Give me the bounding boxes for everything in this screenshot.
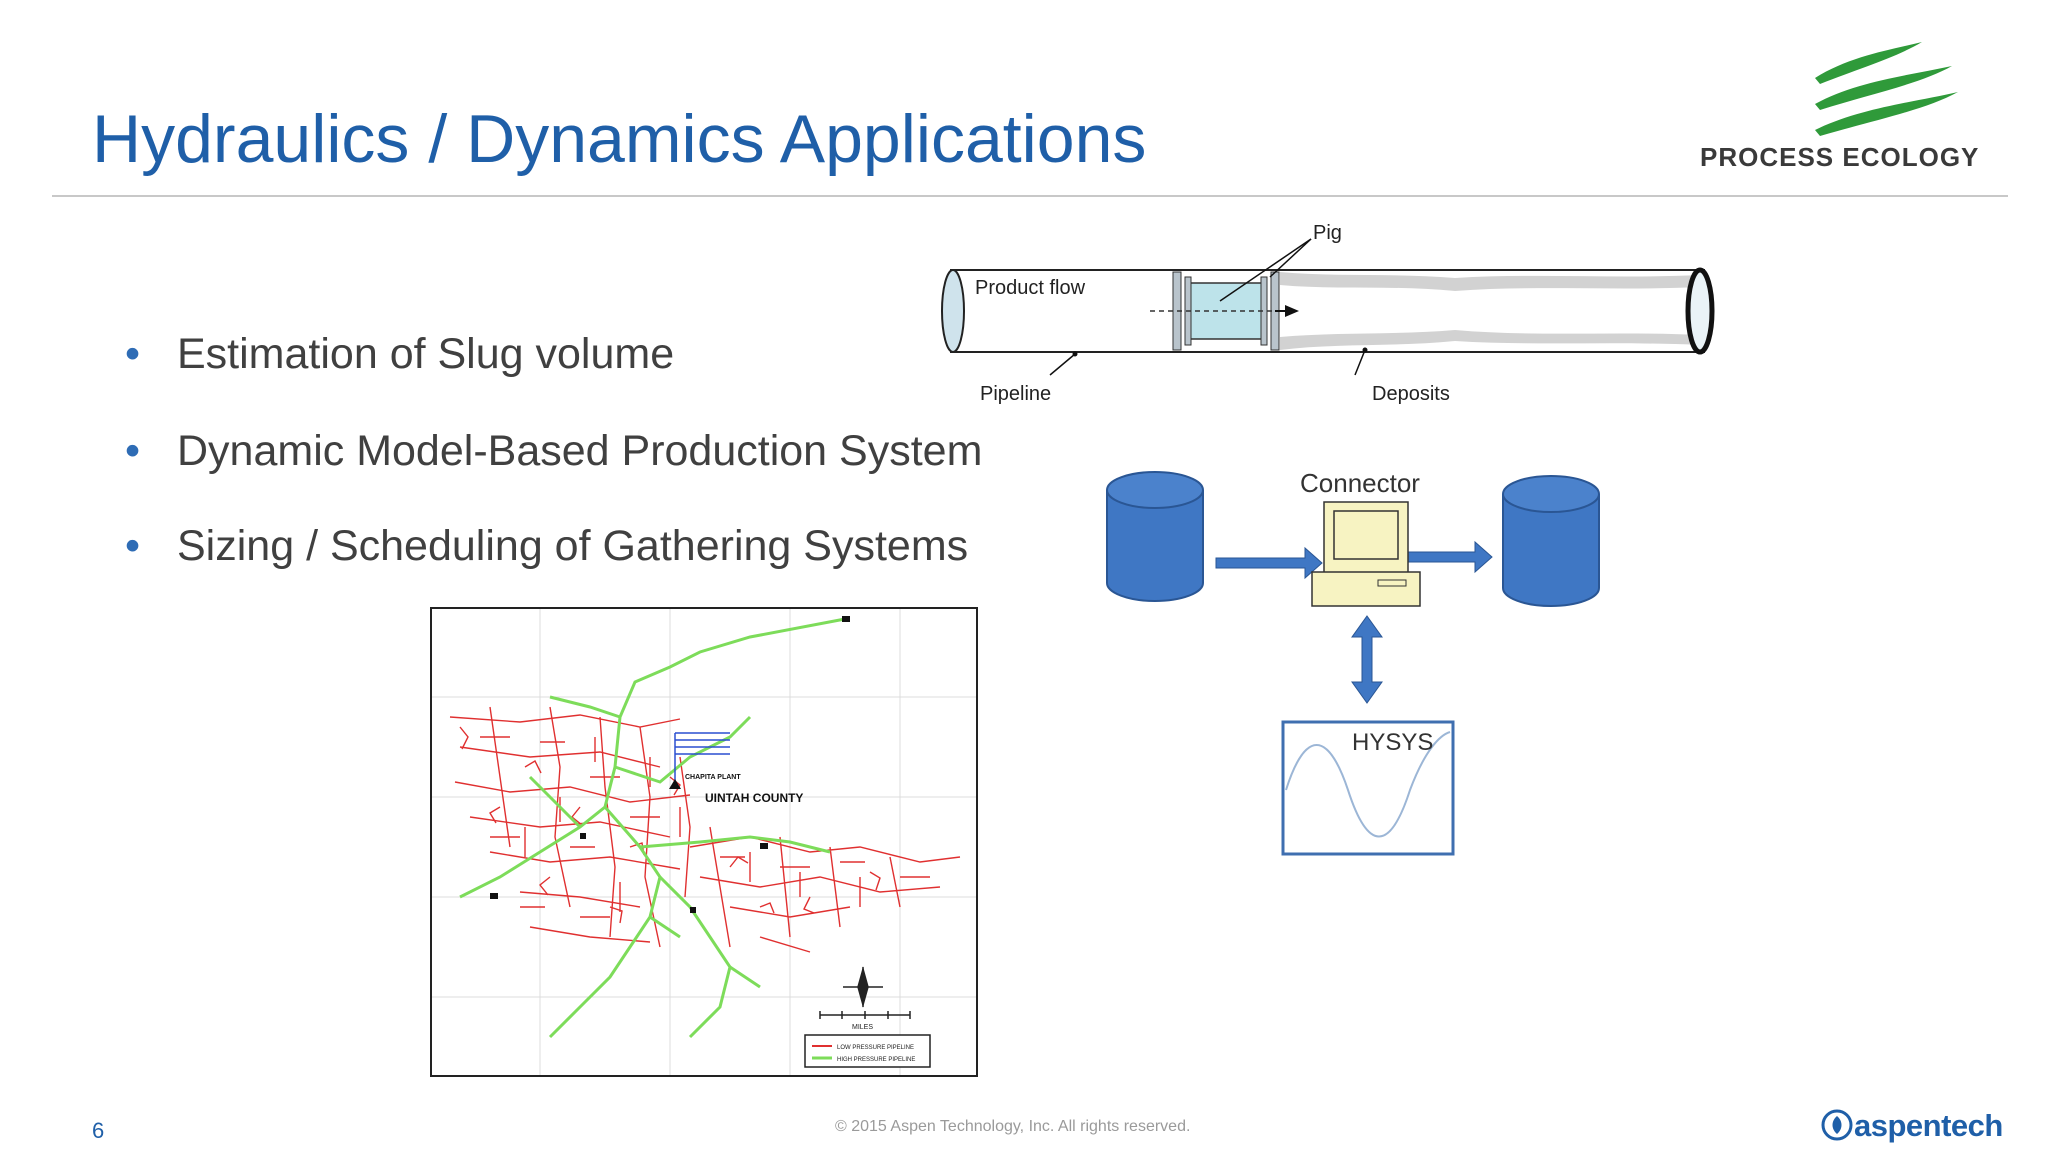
connector-label: Connector bbox=[1300, 468, 1420, 498]
legend-high-pressure: HIGH PRESSURE PIPELINE bbox=[837, 1057, 915, 1063]
bullet-dot: • bbox=[125, 427, 141, 475]
pipeline-map: MILES UINTAH COUNTY CHAPITA PLANT LOW PR… bbox=[430, 607, 978, 1077]
arrow-updown-icon bbox=[1351, 615, 1383, 704]
slide-title: Hydraulics / Dynamics Applications bbox=[92, 101, 1147, 177]
map-legend bbox=[804, 1034, 931, 1068]
bullet-dot: • bbox=[125, 522, 141, 570]
bullet-item: •Dynamic Model-Based Production System bbox=[125, 427, 983, 475]
process-ecology-logo: PROCESS ECOLOGY bbox=[1690, 38, 1978, 178]
compass-icon bbox=[843, 966, 883, 1008]
aspentech-leaf-icon bbox=[1821, 1109, 1853, 1141]
pipeline-label: Pipeline bbox=[980, 383, 1051, 405]
connector-diagram: Connector HYSYS bbox=[1106, 468, 1600, 856]
title-divider bbox=[52, 195, 2008, 197]
database-right-icon bbox=[1502, 475, 1600, 607]
pig-label: Pig bbox=[1313, 222, 1342, 244]
bullet-item: •Estimation of Slug volume bbox=[125, 330, 675, 378]
process-ecology-wordmark: PROCESS ECOLOGY bbox=[1700, 142, 1980, 172]
legend-low-pressure: LOW PRESSURE PIPELINE bbox=[837, 1045, 914, 1051]
pig-diagram: Pig Product flow Pipeline Deposits bbox=[941, 222, 1715, 405]
copyright-text: © 2015 Aspen Technology, Inc. All rights… bbox=[835, 1118, 1191, 1135]
county-label: UINTAH COUNTY bbox=[705, 791, 803, 805]
deposits-label: Deposits bbox=[1372, 383, 1450, 405]
bullet-item: •Sizing / Scheduling of Gathering System… bbox=[125, 522, 969, 570]
aspentech-logo: aspentech bbox=[1820, 1108, 2003, 1144]
computer-icon bbox=[1311, 501, 1421, 607]
product-flow-label: Product flow bbox=[975, 277, 1086, 299]
scale-bar bbox=[819, 1011, 911, 1019]
leaf-swoosh-icon bbox=[1815, 42, 1958, 136]
sine-wave-icon bbox=[1285, 731, 1451, 838]
database-left-icon bbox=[1106, 471, 1204, 602]
bullet-dot: • bbox=[125, 330, 141, 378]
arrow-right-icon bbox=[1215, 546, 1323, 580]
arrow-right-icon bbox=[1407, 540, 1493, 574]
page-number: 6 bbox=[92, 1118, 105, 1143]
scale-unit-label: MILES bbox=[852, 1024, 873, 1031]
hysys-label: HYSYS bbox=[1352, 729, 1433, 756]
plant-label: CHAPITA PLANT bbox=[685, 774, 741, 781]
